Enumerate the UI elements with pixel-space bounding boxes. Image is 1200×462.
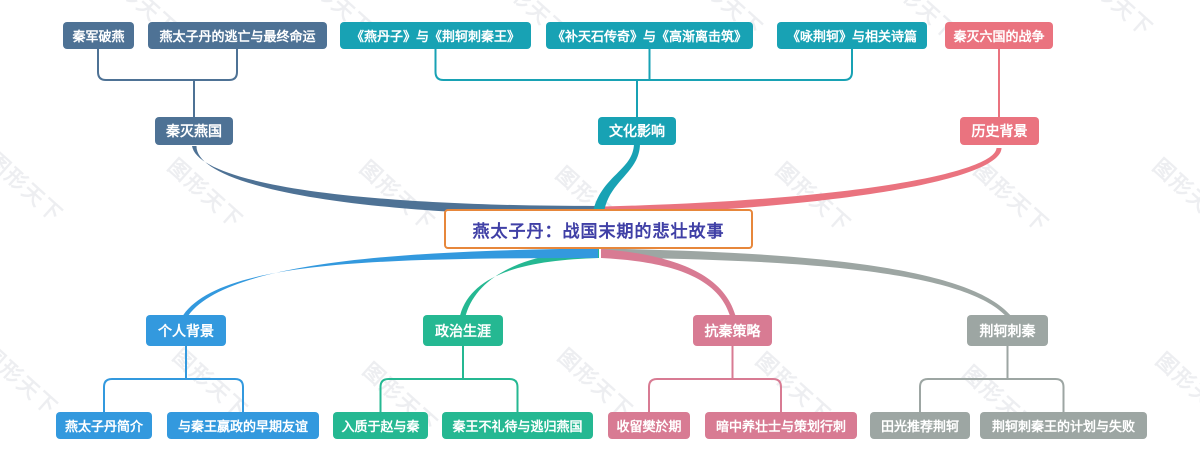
ribbon-personal-background [183,248,599,315]
leaf-hostage-in-zhao-and-qin[interactable]: 入质于赵与秦 [333,412,428,439]
leaf-taizidan-intro[interactable]: 燕太子丹简介 [56,412,152,439]
leaf-shelter-fan-wuqi[interactable]: 收留樊於期 [608,412,690,439]
branch-historical-background[interactable]: 历史背景 [960,117,1039,145]
connector-cultural-influence-bus [434,48,853,81]
connector-personal-background-bus [103,378,244,413]
connector-qin-destroys-yan-bus [97,48,238,81]
connector-jingke-assassination-bus [919,378,1065,413]
leaf-qin-unification-wars[interactable]: 秦灭六国的战争 [945,22,1053,49]
leaf-taizidan-flight-and-fate[interactable]: 燕太子丹的逃亡与最终命运 [148,22,327,49]
leaf-assassination-plan-and-failure[interactable]: 荆轲刺秦王的计划与失败 [980,412,1147,439]
leaf-mistreated-and-return-to-yan[interactable]: 秦王不礼待与逃归燕国 [442,412,593,439]
leaf-butianshi-and-gaojianli[interactable]: 《补天石传奇》与《高渐离击筑》 [546,22,753,49]
connector-political-career-bus [379,378,519,413]
central-topic-node[interactable]: 燕太子丹：战国末期的悲壮故事 [444,209,753,249]
ribbon-anti-qin-strategy [601,249,736,315]
branch-qin-destroys-yan[interactable]: 秦灭燕国 [155,117,233,145]
ribbon-qin-destroys-yan [192,146,598,216]
ribbon-jingke-assassination [602,248,1011,315]
ribbon-historical-background [604,148,1002,216]
leaf-raise-warriors-plot-assassination[interactable]: 暗中养壮士与策划行刺 [705,412,857,439]
leaf-yong-jingke-poems[interactable]: 《咏荆轲》与相关诗篇 [777,22,927,49]
branch-cultural-influence[interactable]: 文化影响 [598,117,676,145]
ribbon-political-career [460,249,599,315]
ribbon-cultural-influence [593,144,640,210]
leaf-tianguang-recommends-jingke[interactable]: 田光推荐荆轲 [870,412,970,439]
leaf-early-friendship-with-yingzheng[interactable]: 与秦王嬴政的早期友谊 [167,412,319,439]
leaf-qin-army-breaks-yan[interactable]: 秦军破燕 [63,22,134,49]
branch-personal-background[interactable]: 个人背景 [146,315,226,346]
branch-political-career[interactable]: 政治生涯 [423,315,503,346]
leaf-yandanzi-and-jingke-stabs-qin[interactable]: 《燕丹子》与《荆轲刺秦王》 [340,22,531,49]
connector-anti-qin-strategy-bus [648,378,782,413]
branch-jingke-assassination[interactable]: 荆轲刺秦 [967,315,1048,346]
branch-anti-qin-strategy[interactable]: 抗秦策略 [693,315,772,346]
